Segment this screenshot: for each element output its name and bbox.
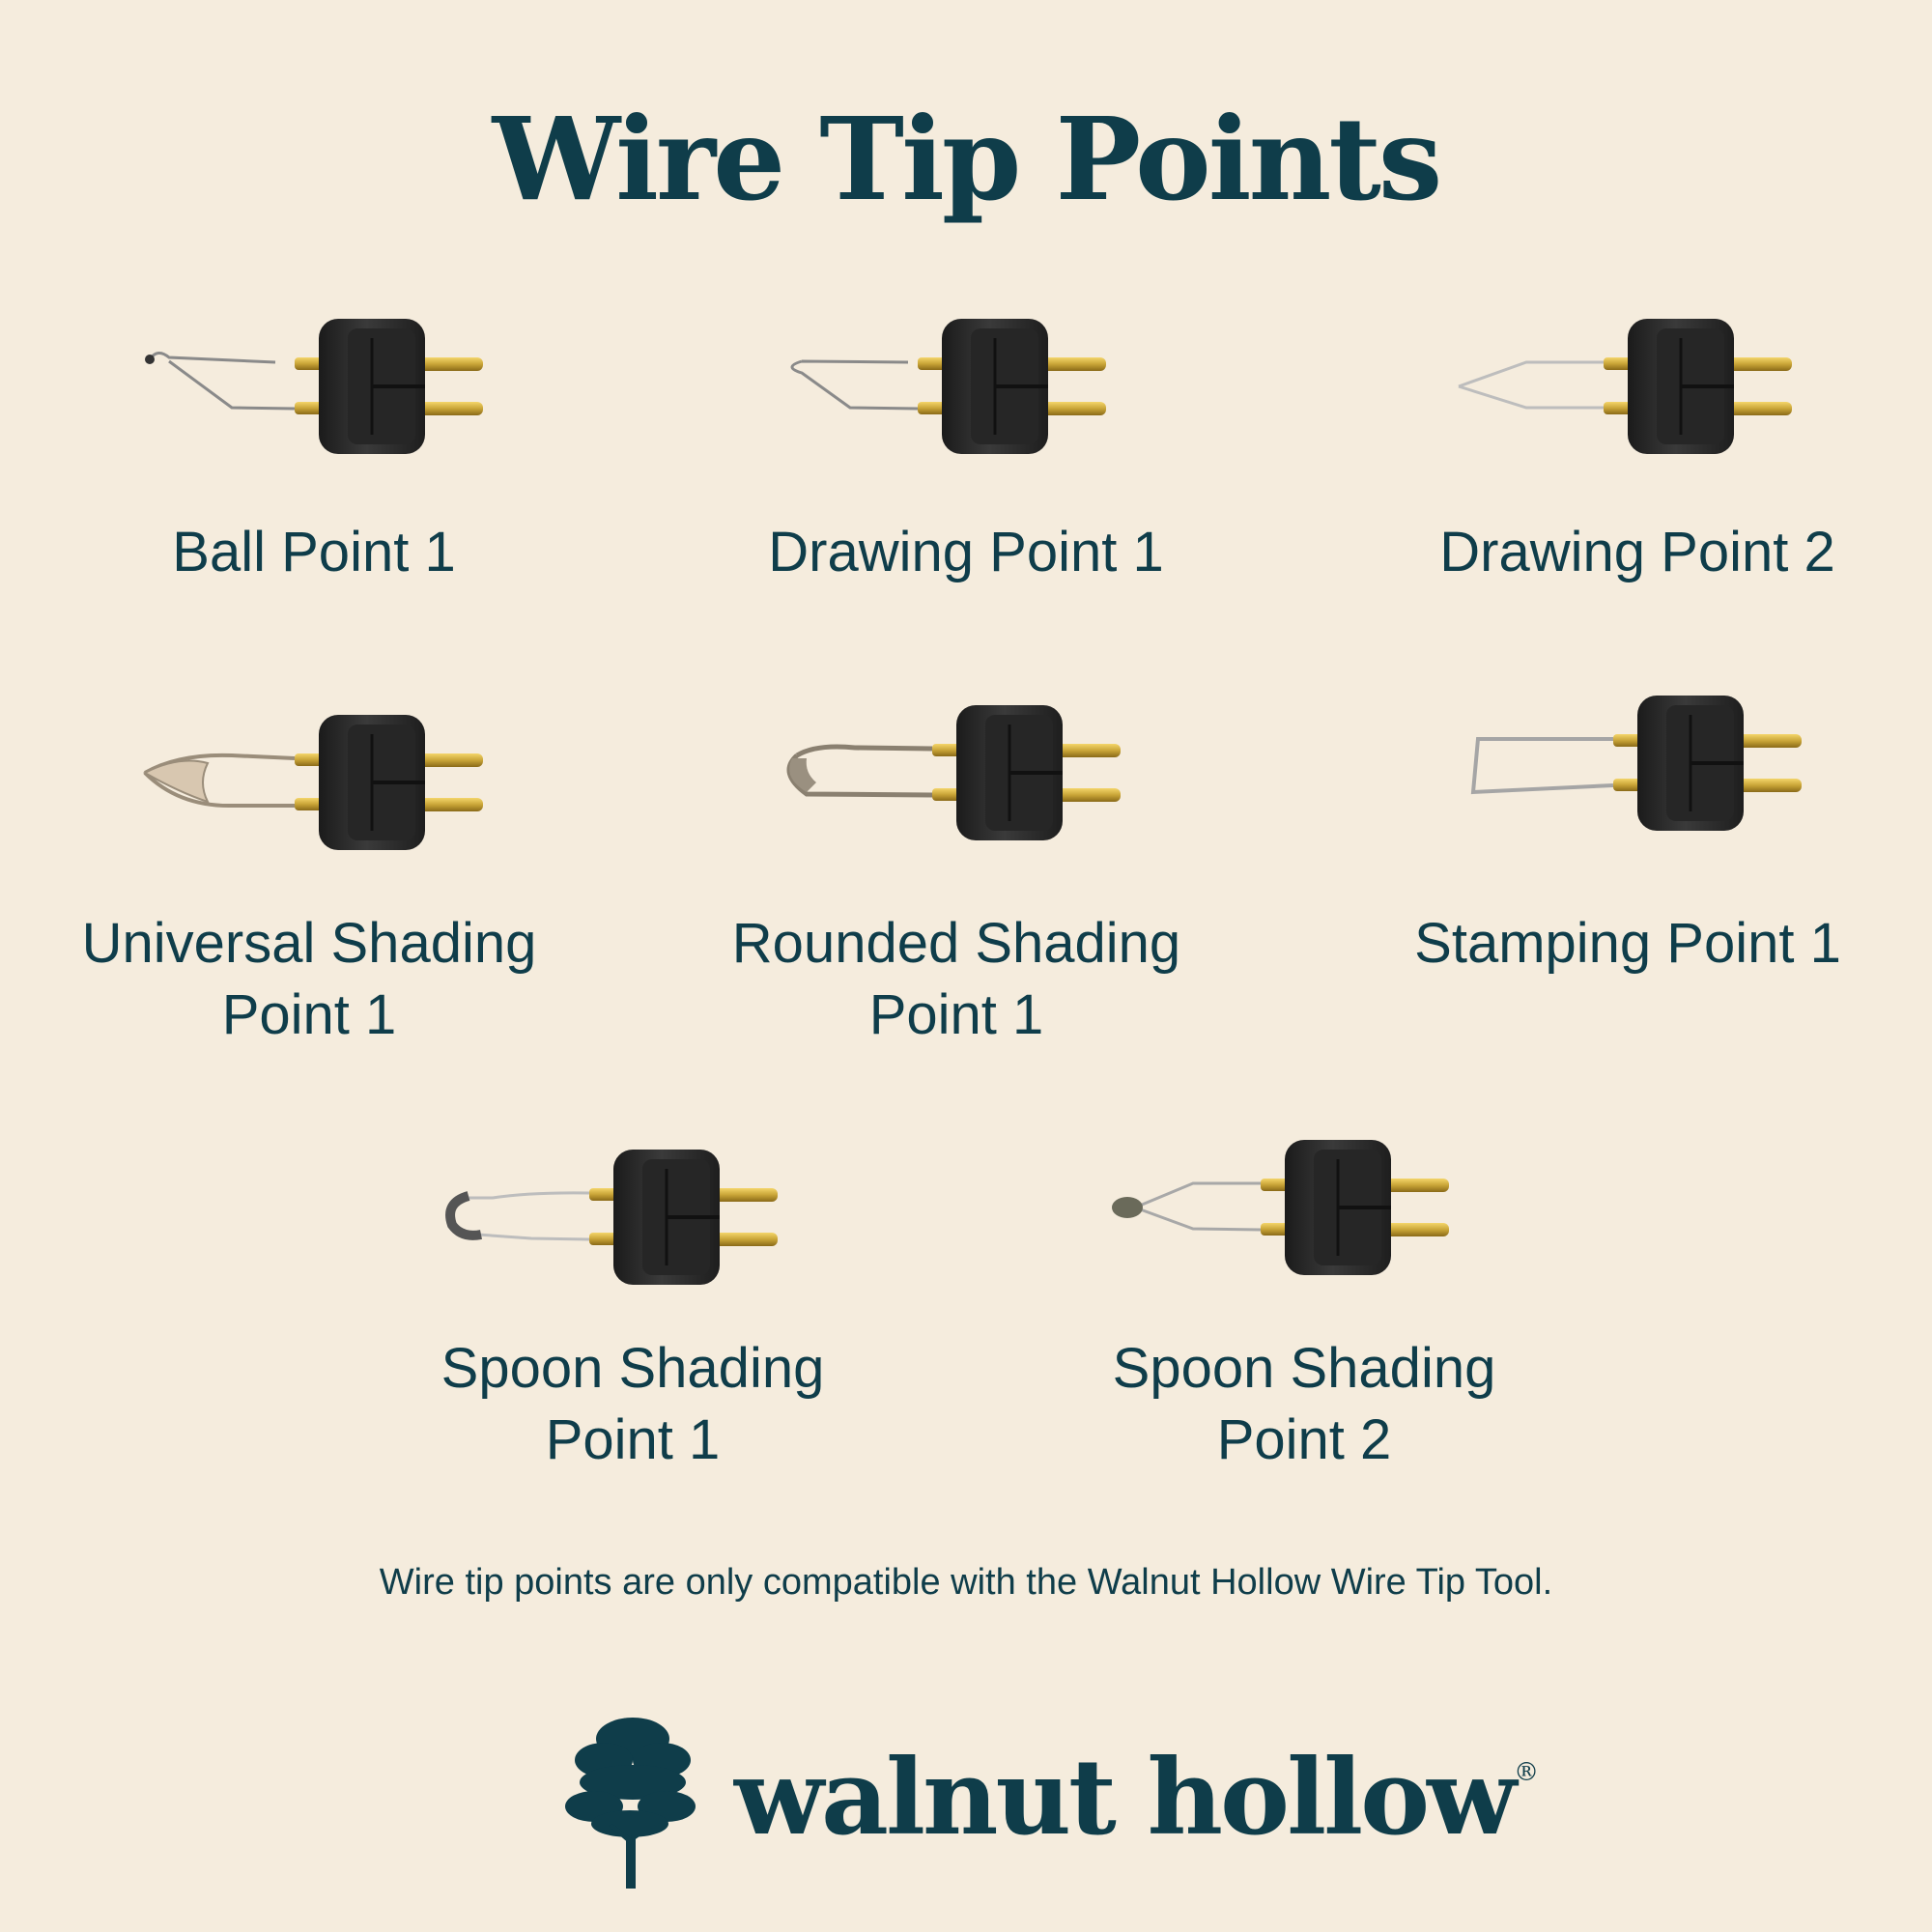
stamping-point-tip-icon	[1410, 696, 1864, 836]
compatibility-note: Wire tip points are only compatible with…	[379, 1562, 1553, 1603]
tip-label: Stamping Point 1	[1414, 912, 1841, 975]
brand-logo: walnut hollow®	[560, 1710, 1539, 1893]
brand-name: walnut hollow®	[734, 1737, 1539, 1859]
ball-point-tip-icon	[92, 319, 546, 459]
tip-label: Ball Point 1	[172, 521, 456, 583]
tip-label: Drawing Point 1	[768, 521, 1164, 583]
page-title: Wire Tip Points	[492, 92, 1443, 226]
shading-point-tip-icon	[92, 715, 546, 855]
tree-logo-icon	[565, 1718, 696, 1889]
drawing-point-tip-icon	[715, 319, 1169, 459]
spoon-shading-tip-icon	[1058, 1140, 1512, 1280]
spoon-shading-tip-icon	[386, 1150, 840, 1290]
tip-label: Drawing Point 2	[1439, 521, 1835, 583]
drawing-point-tip-icon	[1401, 319, 1855, 459]
shading-point-tip-icon	[729, 705, 1183, 845]
